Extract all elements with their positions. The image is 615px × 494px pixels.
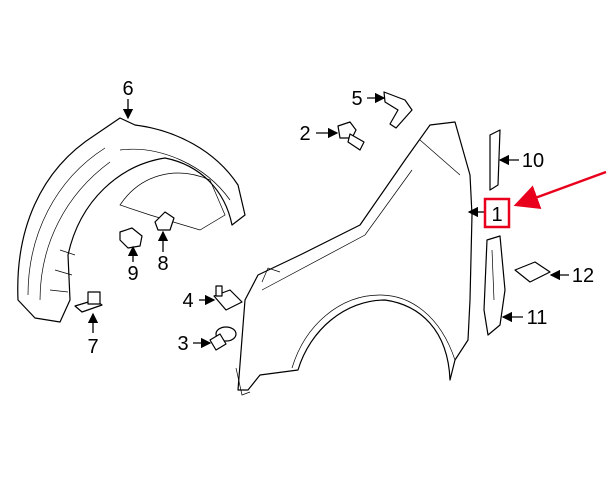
seal-part-10 <box>489 129 501 191</box>
fender-part-1 <box>235 121 473 396</box>
callout-1: 1 <box>491 204 502 226</box>
clip-part-12 <box>514 261 551 283</box>
fender-liner-part-6 <box>17 117 246 323</box>
callout-5: 5 <box>351 88 362 110</box>
highlight-box-1 <box>483 197 511 229</box>
bracket-part-11 <box>483 235 506 336</box>
callout-4: 4 <box>182 290 193 312</box>
callout-8: 8 <box>157 253 168 275</box>
highlight-arrow <box>513 170 607 209</box>
bolt-part-7 <box>74 291 103 313</box>
grommet-part-3 <box>209 326 237 351</box>
callout-9: 9 <box>127 263 138 285</box>
callout-6: 6 <box>122 78 133 100</box>
bolt-part-2 <box>337 121 365 151</box>
callout-3: 3 <box>177 333 188 355</box>
callout-7: 7 <box>87 336 98 358</box>
clip-part-4 <box>213 285 243 311</box>
callout-10: 10 <box>522 150 544 172</box>
callout-2: 2 <box>299 123 310 145</box>
callout-11: 11 <box>527 307 548 329</box>
bracket-part-5 <box>383 91 413 129</box>
clip-part-8 <box>154 211 175 231</box>
callout-12: 12 <box>572 265 594 287</box>
clip-part-9 <box>119 227 143 249</box>
